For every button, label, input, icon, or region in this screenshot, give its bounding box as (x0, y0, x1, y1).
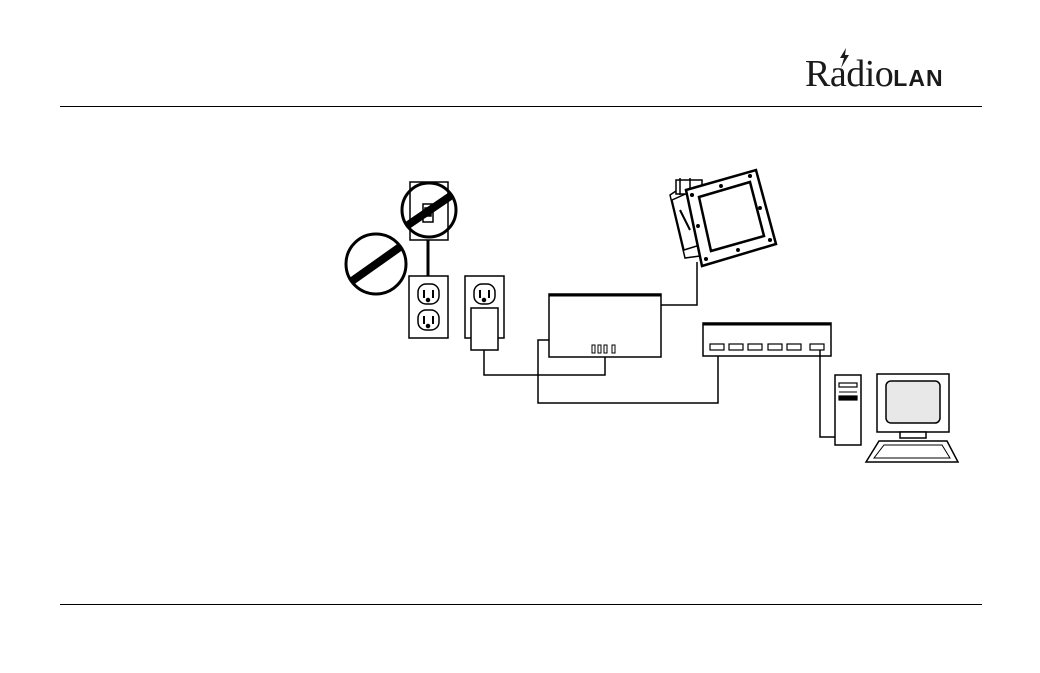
antenna-cable (661, 262, 697, 305)
duplex-outlet-switched (409, 276, 448, 338)
antenna-panel (670, 170, 776, 266)
keyboard (866, 441, 958, 462)
no-symbol-icon (346, 234, 406, 294)
power-adapter (471, 308, 498, 350)
radio-bridge-unit (549, 294, 661, 357)
network-hub (703, 323, 831, 356)
pc-cable (820, 350, 835, 437)
monitor (877, 374, 949, 438)
tower-pc (835, 375, 861, 445)
duplex-outlet-with-adapter (465, 276, 504, 350)
